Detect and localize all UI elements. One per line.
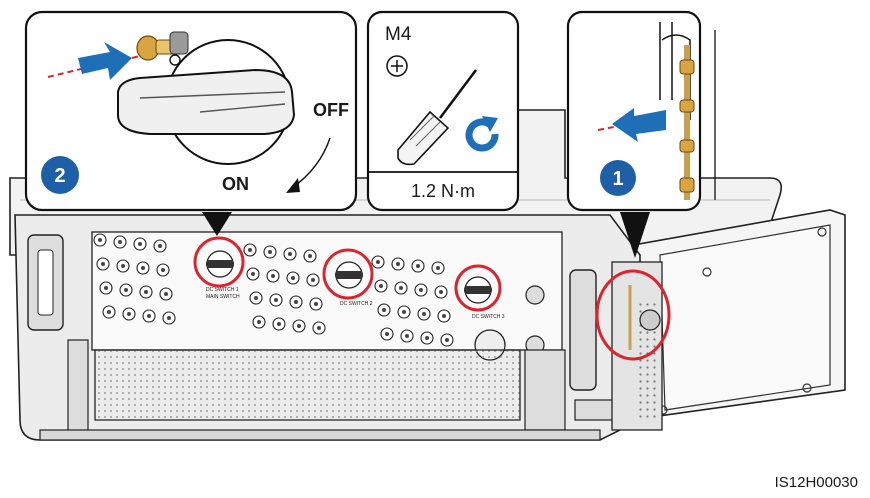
dc-switch-3	[464, 276, 492, 304]
cover-detail-callout: 1	[566, 10, 716, 212]
step-1-badge	[600, 160, 636, 196]
right-handle	[569, 269, 597, 391]
pv-connector-array	[93, 233, 454, 347]
tool-detail-callout: M4 1.2 N·m	[366, 10, 520, 212]
step-2-badge	[41, 156, 79, 194]
highlight-circle-cover-screw	[595, 269, 671, 361]
vent-grille	[94, 349, 521, 421]
phillips-screwdriver-icon	[397, 69, 477, 166]
dc-switch-2	[335, 261, 363, 289]
switch1-label: DC SWITCH 1	[206, 287, 239, 293]
torque-value: 1.2 N·m	[411, 181, 475, 201]
screw-spec: M4	[385, 24, 412, 45]
figure-id: IS12H00030	[775, 474, 858, 491]
highlight-circle-switch2	[322, 248, 374, 300]
insert-arrow	[78, 42, 132, 80]
on-label: ON	[222, 174, 249, 194]
ground-terminal	[574, 399, 616, 421]
comm-port	[525, 285, 545, 305]
clockwise-rotation-icon	[465, 116, 499, 152]
phillips-head-icon	[386, 55, 408, 77]
locking-screw	[136, 31, 189, 61]
main-switch-label: MAIN SWITCH	[206, 294, 240, 300]
switch2-label: DC SWITCH 2	[340, 301, 373, 307]
remove-arrow	[612, 108, 666, 142]
step-1-number: 1	[612, 168, 623, 190]
switch-detail-callout: OFF ON 2	[24, 10, 358, 212]
inverter-device: DC SWITCH 1 MAIN SWITCH DC SWITCH 2 DC S…	[9, 109, 846, 441]
rotary-switch-knob	[117, 39, 296, 165]
off-label: OFF	[313, 100, 349, 120]
callout-pointer-left	[202, 212, 232, 236]
highlight-markers	[193, 236, 671, 361]
highlight-circle-switch1	[193, 236, 245, 288]
switch3-label: DC SWITCH 3	[472, 314, 505, 320]
step-2-number: 2	[54, 165, 65, 187]
highlight-circle-switch3	[454, 264, 502, 312]
dc-switch-1	[206, 250, 234, 278]
cover-screw-assembly	[679, 45, 695, 200]
